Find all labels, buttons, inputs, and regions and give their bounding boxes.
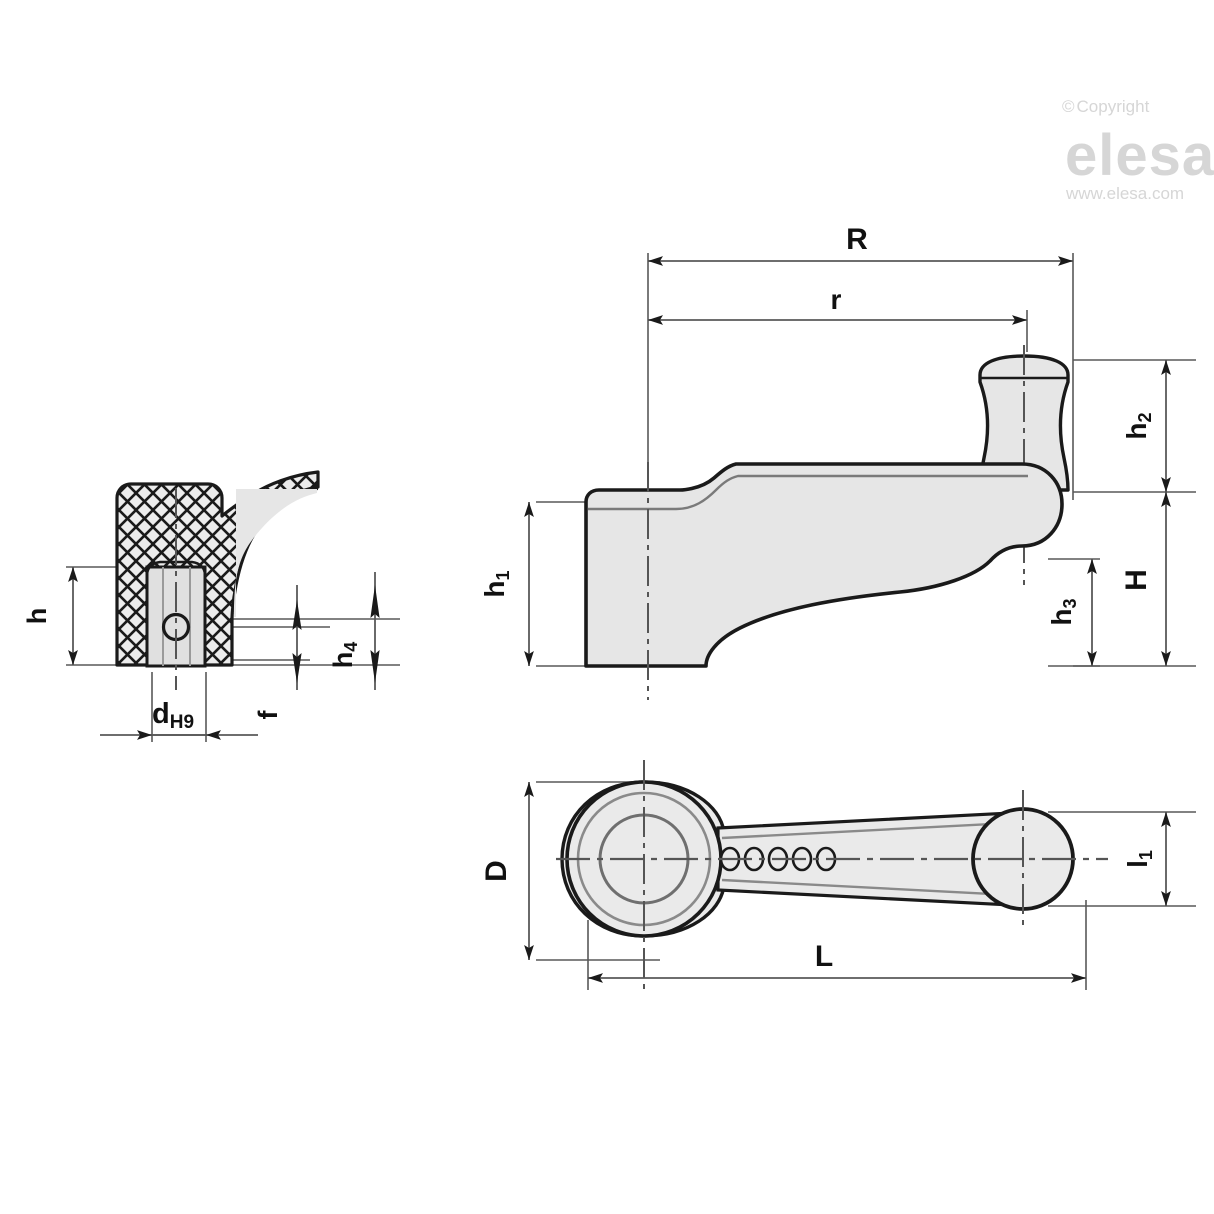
dimension-h1: h1 (479, 502, 534, 666)
dimension-h2-label: h2 (1121, 412, 1155, 439)
side-elevation-view: R r h1 h2 H h3 (479, 223, 1196, 700)
copyright-label: Copyright (1077, 97, 1150, 116)
dimension-f-arrow-top (292, 600, 302, 630)
dimension-R-label: R (846, 223, 868, 256)
dimension-l1-label: l1 (1122, 850, 1156, 868)
lever-top-parting-line (588, 474, 1028, 511)
copyright-text: ©Copyright (1062, 97, 1150, 116)
dimension-D-label: D (480, 860, 513, 882)
cross-section-view: h dH9 f h4 (22, 470, 400, 742)
plan-top-view: D l1 L (480, 760, 1196, 992)
dimension-D: D (480, 782, 534, 960)
dimension-h: h (22, 567, 78, 665)
plan-shank-inner-top (721, 820, 1031, 840)
brand-logo-text: elesa (1065, 123, 1214, 188)
dimension-f-arrow-bottom (292, 653, 302, 683)
dimension-L-label: L (815, 940, 833, 973)
plan-shank-inner-bottom (721, 878, 1031, 898)
dimension-h3-label: h3 (1046, 598, 1080, 625)
elesa-watermark: ©Copyright elesa www.elesa.com (1062, 97, 1214, 203)
dimension-h3: h3 (1046, 559, 1097, 666)
dimension-R: R (648, 223, 1073, 266)
dimension-h1-label: h1 (479, 570, 513, 597)
dimension-f: f (253, 585, 302, 720)
dimension-h2: h2 (1121, 360, 1171, 492)
dimension-h4-label: h4 (328, 642, 361, 669)
dimension-h4: h4 (328, 572, 380, 690)
lever-body (584, 462, 1064, 668)
website-text: www.elesa.com (1065, 184, 1184, 203)
section-arm-face (234, 489, 317, 617)
dimension-l1: l1 (1122, 812, 1171, 906)
dimension-r: r (648, 284, 1027, 325)
dimension-d-h9: dH9 (100, 698, 258, 740)
dimension-h4-arrow-top (370, 585, 380, 618)
dimension-h-label: h (22, 608, 52, 625)
dimension-d-label: dH9 (152, 698, 194, 733)
dimension-H-label: H (1120, 569, 1153, 591)
dimension-f-label: f (253, 710, 283, 720)
dimension-r-label: r (831, 284, 842, 315)
dimension-L: L (588, 940, 1086, 983)
dimension-h4-arrow-bottom (370, 650, 380, 683)
copyright-symbol: © (1062, 97, 1075, 116)
dimension-H: H (1120, 492, 1171, 666)
